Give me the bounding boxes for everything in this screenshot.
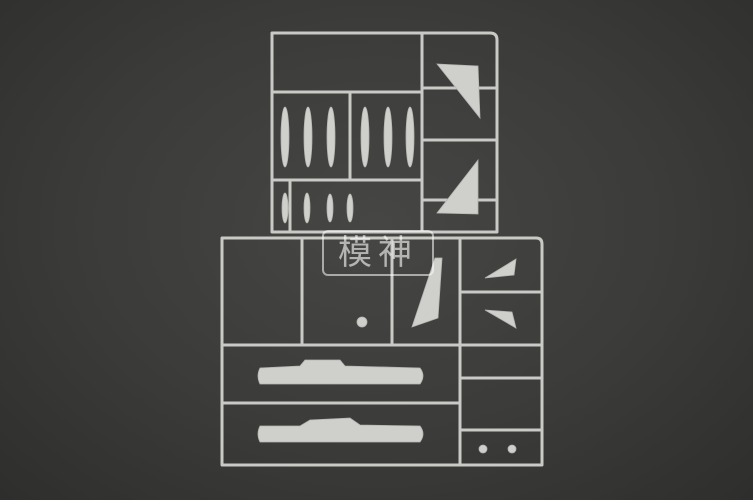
lower-sprue-frame [220, 236, 544, 467]
watermark: 模神 [322, 230, 434, 276]
upper-sprue-frame [270, 31, 499, 234]
